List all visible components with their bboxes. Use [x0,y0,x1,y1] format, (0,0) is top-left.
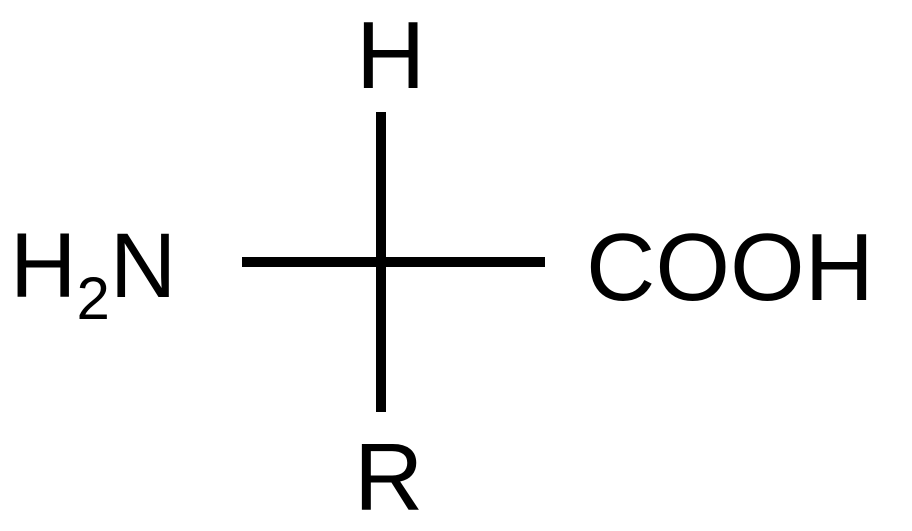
left-group-n: N [109,215,177,317]
left-group-subscript: 2 [76,265,110,332]
bond-top [376,112,386,262]
bond-right [385,257,545,267]
right-group-label: COOH [586,214,874,321]
top-group-label: H [356,2,426,109]
bottom-group-label: R [354,424,424,531]
bond-left [242,257,385,267]
left-group-h: H [10,215,77,317]
bond-bottom [376,262,386,412]
left-group-label: H2N [10,220,176,329]
amino-acid-structure: H H2N COOH R [10,2,874,526]
